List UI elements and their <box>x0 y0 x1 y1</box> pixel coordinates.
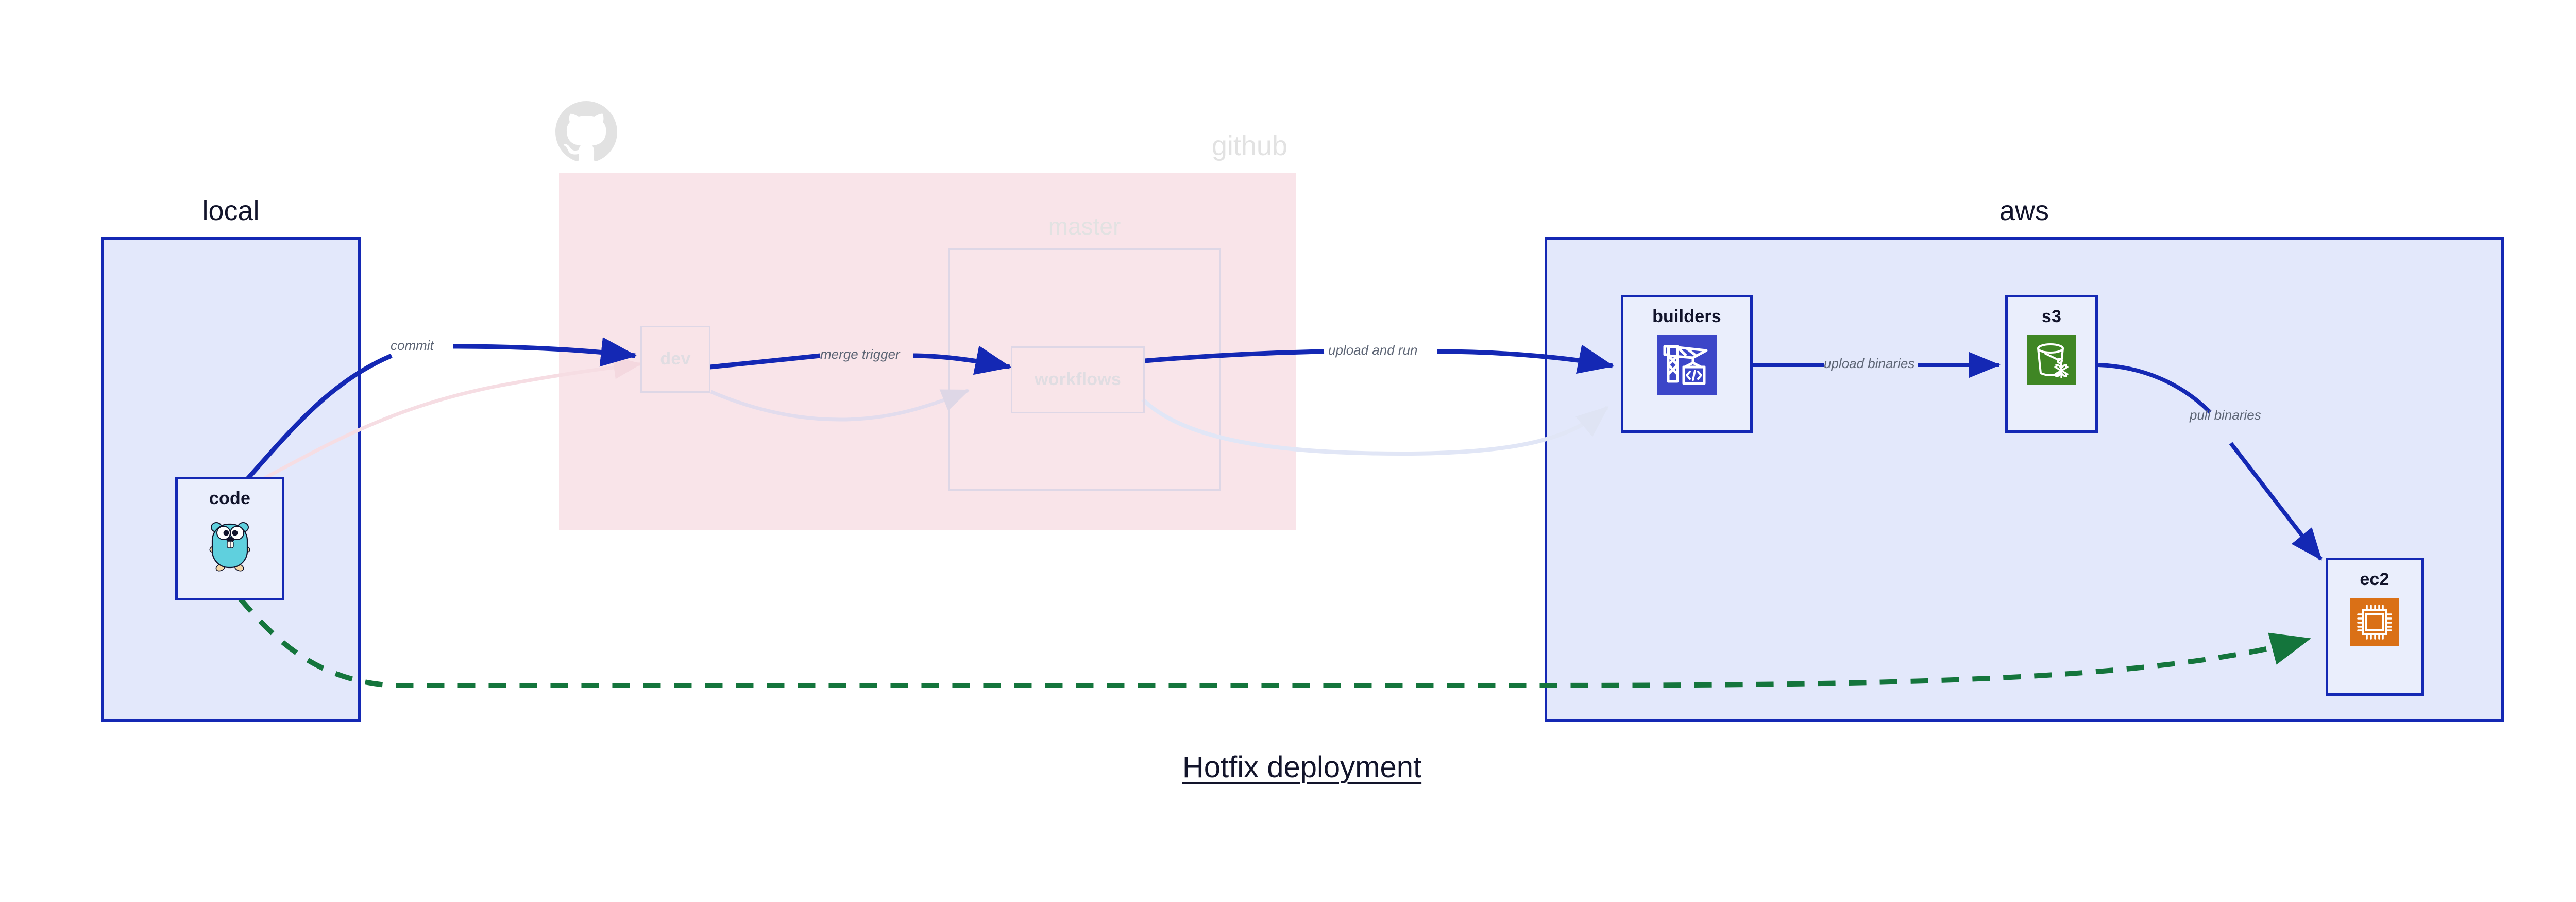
edge-label-upload-and-run: upload and run <box>1328 342 1418 358</box>
group-github[interactable] <box>559 173 1296 530</box>
node-dev-label: dev <box>660 349 691 369</box>
node-workflows-label: workflows <box>1034 370 1122 389</box>
node-s3[interactable]: s3 <box>2005 295 2098 433</box>
github-octocat-icon <box>555 101 617 165</box>
group-label-github: github <box>1211 130 1287 161</box>
node-dev[interactable]: dev <box>640 326 710 393</box>
node-code-label: code <box>209 489 251 508</box>
edge-label-pull-binaries: pull binaries <box>2190 407 2261 423</box>
edge-commit-right <box>453 337 637 367</box>
node-code[interactable]: code <box>175 477 284 600</box>
group-label-aws: aws <box>1999 195 2049 226</box>
subgroup-label-master: master <box>1048 213 1121 240</box>
node-s3-label: s3 <box>2041 307 2062 326</box>
aws-codebuild-icon <box>1657 335 1717 397</box>
edge-merge-trigger-left <box>709 353 821 370</box>
edge-upload-and-run-left <box>1144 349 1325 363</box>
node-ec2[interactable]: ec2 <box>2326 558 2424 696</box>
edge-hotfix-direct <box>238 596 2311 688</box>
edge-label-merge-trigger: merge trigger <box>820 346 900 362</box>
edge-label-commit: commit <box>391 338 434 353</box>
node-builders-label: builders <box>1652 307 1721 326</box>
edge-label-upload-binaries: upload binaries <box>1824 356 1915 371</box>
edge-faded-dev-workflows <box>710 388 970 422</box>
aws-s3-glacier-icon <box>2027 335 2076 387</box>
node-builders[interactable]: builders <box>1621 295 1753 433</box>
edge-commit-left <box>243 353 393 484</box>
edge-faded-workflows-builders <box>1141 398 1609 456</box>
group-label-local: local <box>202 195 260 226</box>
edge-pull-binaries-lower <box>2229 442 2323 561</box>
diagram-title: Hotfix deployment <box>1182 750 1422 784</box>
edge-merge-trigger-right <box>912 345 1012 375</box>
edge-pull-binaries-upper <box>2098 363 2212 414</box>
aws-ec2-chip-icon <box>2350 598 2399 649</box>
go-gopher-icon <box>206 517 253 577</box>
edge-upload-and-run-right <box>1437 344 1615 374</box>
edge-faded-code-dev <box>257 356 642 484</box>
node-ec2-label: ec2 <box>2360 570 2389 589</box>
node-workflows[interactable]: workflows <box>1011 346 1145 413</box>
